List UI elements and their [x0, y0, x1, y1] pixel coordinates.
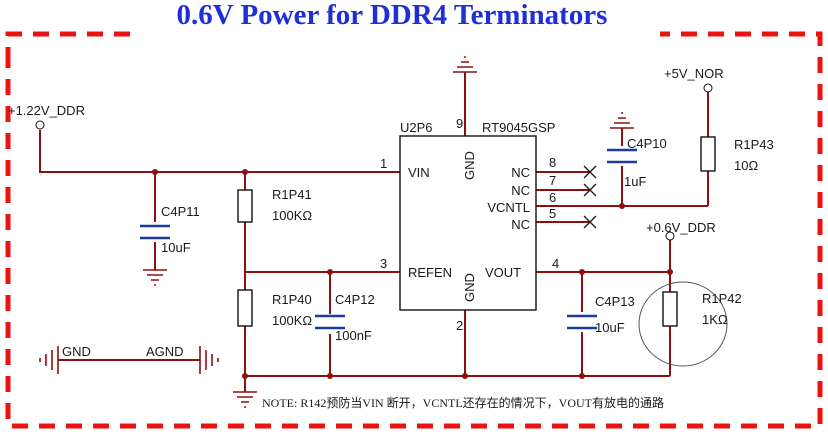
net-label-agnd: AGND [146, 344, 184, 359]
capacitor-c4p11: C4P11 10uF [140, 204, 200, 255]
c4p11-ref: C4P11 [161, 204, 200, 219]
c4p13-ref: C4P13 [595, 294, 635, 309]
pin-name-refen: REFEN [408, 265, 452, 280]
capacitor-c4p13: C4P13 10uF [567, 294, 635, 335]
ground-icon-ic-top [453, 56, 477, 73]
pin-name-gnd-bottom: GND [462, 273, 477, 302]
pin-number-1: 1 [380, 156, 387, 171]
r1p43-value: 10Ω [734, 158, 758, 173]
ic-part-number: RT9045GSP [482, 120, 555, 135]
pin-number-8: 8 [549, 155, 556, 170]
r1p42-value: 1KΩ [702, 312, 728, 327]
ic-body-u2p6 [399, 135, 537, 311]
pin-number-9: 9 [456, 116, 463, 131]
capacitor-c4p12: C4P12 100nF [315, 292, 375, 343]
pin-name-vin: VIN [408, 165, 430, 180]
c4p10-value: 1uF [624, 174, 646, 189]
resistor-r1p40: R1P40 100KΩ [237, 289, 312, 328]
c4p10-ref: C4P10 [627, 136, 667, 151]
r1p40-value: 100KΩ [272, 313, 312, 328]
net-label-vout: +0.6V_DDR [646, 220, 716, 235]
highlight-circle [638, 281, 728, 367]
no-connect-markers [583, 165, 597, 229]
pin-number-6: 6 [549, 190, 556, 205]
gnd-agnd-tie: GND AGND [39, 344, 219, 374]
pin-name-nc-8: NC [511, 165, 530, 180]
capacitor-c4p10: C4P10 1uF [607, 136, 667, 189]
ground-icon-bottom [233, 391, 257, 408]
power-port-vout: +0.6V_DDR [646, 220, 716, 241]
pin-name-nc-7: NC [511, 183, 530, 198]
diagram-title: 0.6V Power for DDR4 Terminators [177, 0, 608, 31]
wires [39, 72, 709, 392]
r1p43-ref: R1P43 [734, 137, 774, 152]
resistor-r1p41: R1P41 100KΩ [237, 187, 312, 223]
ground-icon-c4p10 [610, 112, 634, 129]
ic-ref: U2P6 [400, 120, 433, 135]
net-label-5v-nor: +5V_NOR [664, 66, 724, 81]
junctions [152, 169, 673, 379]
r1p40-ref: R1P40 [272, 292, 312, 307]
r1p42-ref: R1P42 [702, 291, 742, 306]
r1p41-ref: R1P41 [272, 187, 312, 202]
pin-number-3: 3 [380, 256, 387, 271]
c4p12-ref: C4P12 [335, 292, 375, 307]
c4p11-value: 10uF [161, 240, 191, 255]
pin-name-gnd-top: GND [462, 151, 477, 180]
pin-name-nc-5: NC [511, 217, 530, 232]
resistor-r1p43: R1P43 10Ω [700, 136, 774, 173]
c4p13-value: 10uF [595, 320, 625, 335]
pin-number-7: 7 [549, 173, 556, 188]
pin-name-vout: VOUT [485, 265, 521, 280]
power-port-vin: +1.22V_DDR [8, 103, 85, 130]
pin-number-2: 2 [456, 318, 463, 333]
ground-icon-c4p11 [143, 269, 167, 286]
pin-number-4: 4 [552, 256, 559, 271]
dashed-border [5, 31, 823, 429]
net-label-gnd: GND [62, 344, 91, 359]
pin-name-vcntl: VCNTL [487, 200, 530, 215]
design-note: NOTE: R142预防当VIN 断开，VCNTL还存在的情况下，VOUT有放电… [262, 395, 664, 410]
pin-number-5: 5 [549, 206, 556, 221]
r1p41-value: 100KΩ [272, 208, 312, 223]
resistor-r1p42: R1P42 1KΩ [638, 281, 742, 367]
c4p12-value: 100nF [335, 328, 372, 343]
power-port-5v-nor: +5V_NOR [664, 66, 724, 93]
net-label-vin: +1.22V_DDR [8, 103, 85, 118]
